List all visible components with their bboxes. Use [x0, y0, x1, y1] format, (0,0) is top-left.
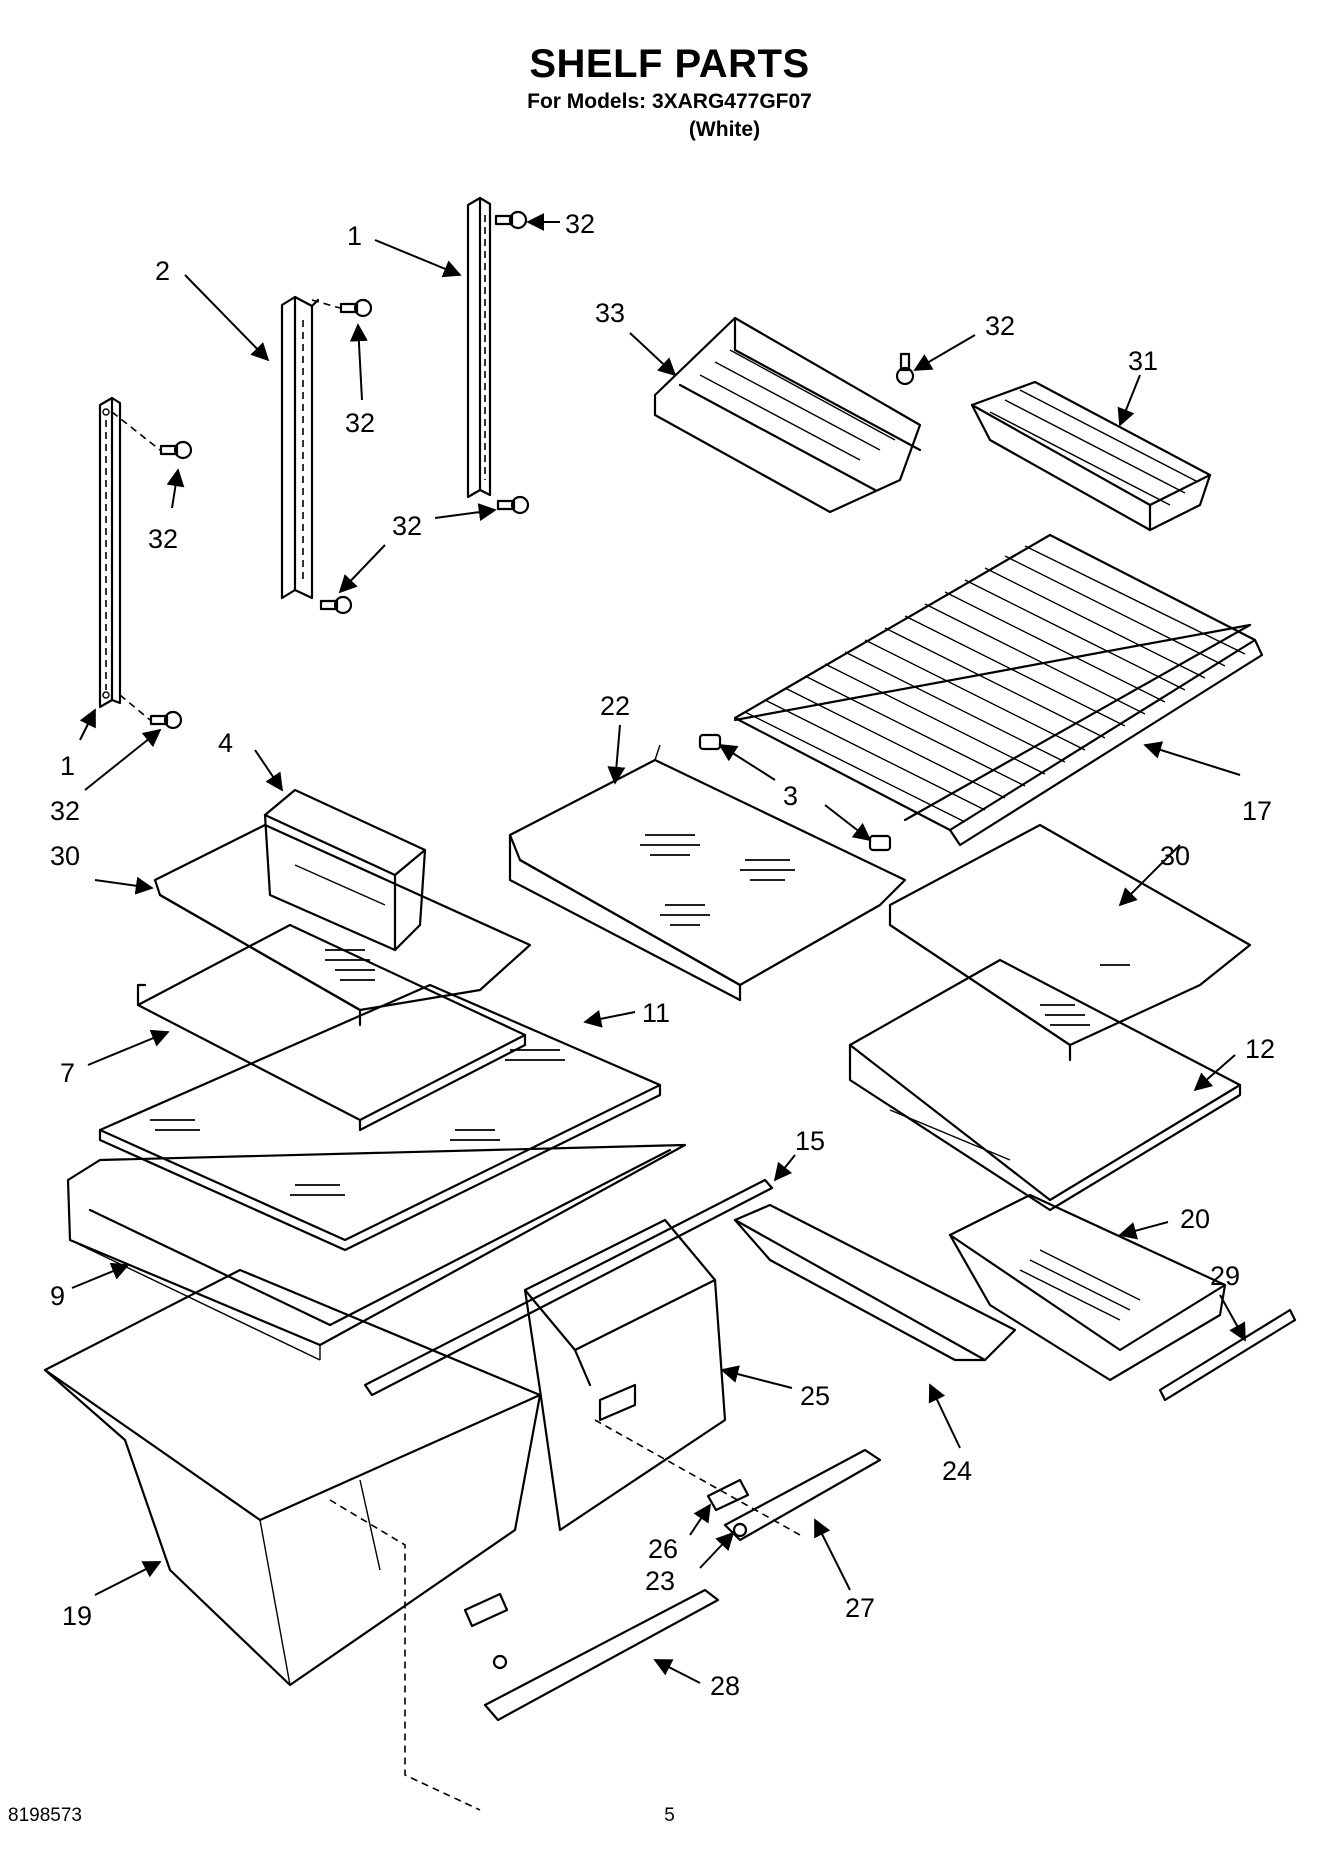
slide-bracket-23: [492, 1522, 748, 1670]
callout-label: 7: [60, 1058, 75, 1088]
shelf-frame-7: [136, 923, 527, 1132]
callout-label: 32: [148, 524, 178, 554]
glass-shelf-30-left: [153, 823, 532, 1027]
callout-label: 2: [155, 256, 170, 286]
callout-label: 32: [392, 511, 422, 541]
callout-label: 22: [600, 691, 630, 721]
ice-cube-tray: [970, 380, 1212, 532]
callout-label: 33: [595, 298, 625, 328]
callout-label: 32: [50, 796, 80, 826]
callout-label: 27: [845, 1593, 875, 1623]
callout-label: 24: [942, 1456, 972, 1486]
slide-bracket-26: [463, 1478, 750, 1628]
glass-shelf-22: [508, 744, 907, 1002]
callout-label: 17: [1242, 796, 1272, 826]
callout-label: 11: [642, 998, 670, 1028]
document-number: 8198573: [8, 1805, 82, 1826]
callout-labels: 1 2 32 32 33 32 31 32 32 1 32 4 22 3 17 …: [50, 209, 1275, 1701]
trim-strip-29: [1158, 1308, 1297, 1402]
glass-shelf-30-right: [888, 823, 1252, 1062]
callout-label: 23: [645, 1566, 675, 1596]
wire-shelf: [733, 533, 1264, 847]
callout-label: 32: [985, 311, 1015, 341]
callout-label: 4: [218, 728, 233, 758]
screw-icon: [496, 495, 530, 515]
leader-arrows: [71, 213, 1246, 1684]
screw-icon: [149, 710, 183, 730]
callout-label: 28: [710, 1671, 740, 1701]
callout-label: 3: [783, 781, 798, 811]
meat-pan-20: [948, 1193, 1227, 1382]
callout-label: 32: [565, 209, 595, 239]
shelf-frame-12: [848, 958, 1242, 1212]
callout-label: 30: [1160, 841, 1190, 871]
callout-label: 32: [345, 408, 375, 438]
screw-icon: [895, 352, 915, 386]
callout-label: 12: [1245, 1034, 1275, 1064]
callout-label: 30: [50, 841, 80, 871]
callout-label: 31: [1128, 346, 1158, 376]
screw-icon: [319, 595, 353, 615]
callout-label: 9: [50, 1281, 65, 1311]
crisper-slide-28: [483, 1588, 720, 1722]
callout-label: 1: [60, 751, 75, 781]
vegetable-crisper-25: [523, 1218, 727, 1532]
callout-label: 25: [800, 1381, 830, 1411]
color-line: (White): [688, 118, 761, 141]
utility-bin: [263, 788, 427, 952]
callout-label: 26: [648, 1534, 678, 1564]
shelf-support-rail-left: [98, 396, 122, 709]
model-line: For Models: 3XARG477GF07: [527, 90, 812, 113]
screw-group: [149, 210, 915, 730]
callout-label: 20: [1180, 1204, 1210, 1234]
screw-icon: [339, 298, 373, 318]
page-number: 5: [664, 1805, 675, 1826]
callout-label: 15: [795, 1126, 825, 1156]
ice-bin-shelf: [653, 316, 922, 514]
crisper-rail-15: [363, 1178, 774, 1397]
screw-icon: [494, 210, 528, 230]
crisper-cover-frame: [66, 1143, 687, 1361]
shelf-support-rail-right: [466, 196, 492, 499]
shelf-stud: [868, 834, 892, 852]
callout-label: 19: [62, 1601, 92, 1631]
callout-label: 1: [347, 221, 362, 251]
page-title: SHELF PARTS: [529, 42, 810, 86]
cover-support-24: [733, 1203, 1017, 1362]
shelf-support-rail-middle: [280, 295, 320, 600]
shelf-stud: [698, 733, 722, 751]
callout-label: 29: [1210, 1261, 1240, 1291]
glass-shelf-11: [98, 983, 662, 1252]
screw-icon: [159, 440, 193, 460]
